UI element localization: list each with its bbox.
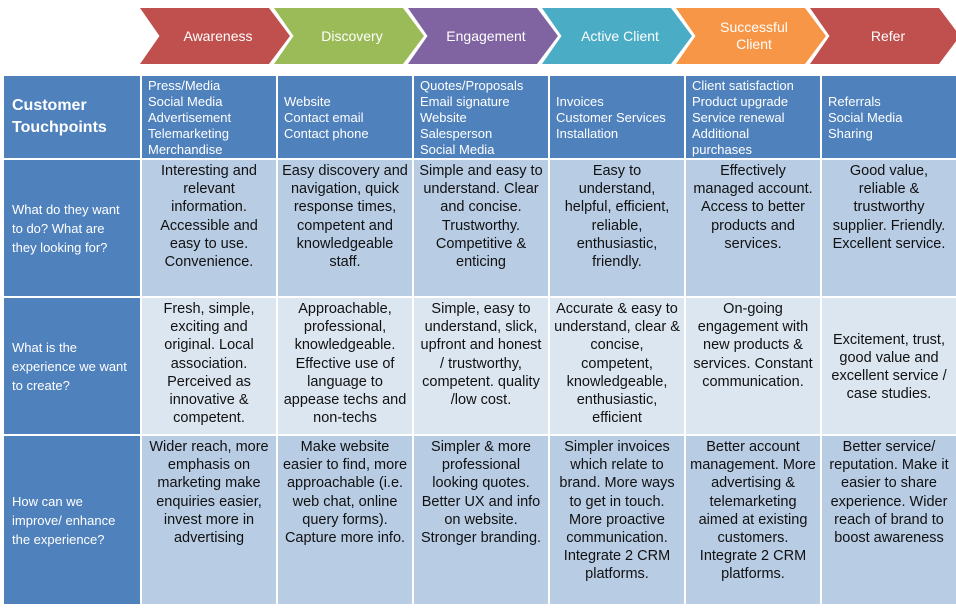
touchpoints-cell-successful-client: Client satisfaction Product upgrade Serv… (686, 76, 820, 158)
touchpoints-cell-engagement: Quotes/Proposals Email signature Website… (414, 76, 548, 158)
wants-cell-active-client: Easy to understand, helpful, efficient, … (550, 160, 684, 296)
touchpoint-item: Referrals (828, 93, 881, 109)
touchpoint-item: Contact email (284, 109, 364, 125)
row-header-experience: What is the experience we want to create… (4, 298, 140, 434)
touchpoint-item: Additional (692, 125, 750, 141)
touchpoint-item: Client satisfaction (692, 77, 794, 93)
touchpoint-item: Social Media (828, 109, 903, 125)
improve-cell-discovery: Make website easier to find, more approa… (278, 436, 412, 604)
touchpoint-item: Social Media (148, 93, 223, 109)
experience-cell-active-client: Accurate & easy to understand, clear & c… (550, 298, 684, 434)
touchpoint-item: Contact phone (284, 125, 369, 141)
experience-cell-awareness: Fresh, simple, exciting and original. Lo… (142, 298, 276, 434)
touchpoint-item: Merchandise (148, 141, 223, 157)
stage-label: Refer (870, 27, 906, 44)
row-header-touchpoints: Customer Touchpoints (4, 76, 140, 158)
touchpoint-item: Salesperson (420, 125, 493, 141)
improve-cell-awareness: Wider reach, more emphasis on marketing … (142, 436, 276, 604)
stage-awareness: Awareness (140, 8, 290, 64)
touchpoint-item: Customer Services (556, 109, 666, 125)
touchpoint-item: purchases (692, 141, 752, 157)
touchpoint-item: Website (284, 93, 331, 109)
touchpoint-item: Invoices (556, 93, 604, 109)
stage-active-client: Active Client (542, 8, 692, 64)
wants-cell-discovery: Easy discovery and navigation, quick res… (278, 160, 412, 296)
stage-discovery: Discovery (274, 8, 424, 64)
experience-cell-discovery: Approachable, professional, knowledgeabl… (278, 298, 412, 434)
customer-journey-matrix: Customer Touchpoints Press/Media Social … (4, 76, 956, 606)
touchpoint-item: Press/Media (148, 77, 221, 93)
stage-label: Successful Client (720, 19, 788, 52)
wants-cell-engagement: Simple and easy to understand. Clear and… (414, 160, 548, 296)
touchpoints-cell-awareness: Press/Media Social Media Advertisement T… (142, 76, 276, 158)
wants-cell-awareness: Interesting and relevant information. Ac… (142, 160, 276, 296)
experience-cell-refer: Excitement, trust, good value and excell… (822, 298, 956, 434)
touchpoint-item: Email signature (420, 93, 510, 109)
touchpoint-item: Service renewal (692, 109, 785, 125)
wants-cell-successful-client: Effectively managed account. Access to b… (686, 160, 820, 296)
touchpoints-cell-refer: Referrals Social Media Sharing (822, 76, 956, 158)
row-header-wants: What do they want to do? What are they l… (4, 160, 140, 296)
touchpoints-cell-discovery: Website Contact email Contact phone (278, 76, 412, 158)
wants-cell-refer: Good value, reliable & trustworthy suppl… (822, 160, 956, 296)
stage-engagement: Engagement (408, 8, 558, 64)
stage-successful-client: Successful Client (676, 8, 826, 64)
touchpoint-item: Quotes/Proposals (420, 77, 524, 93)
stage-label: Engagement (446, 27, 526, 44)
stage-label: Discovery (321, 27, 383, 44)
improve-cell-refer: Better service/ reputation. Make it easi… (822, 436, 956, 604)
touchpoints-cell-active-client: Invoices Customer Services Installation (550, 76, 684, 158)
improve-cell-active-client: Simpler invoices which relate to brand. … (550, 436, 684, 604)
row-header-improve: How can we improve/ enhance the experien… (4, 436, 140, 604)
touchpoint-item: Installation (556, 125, 619, 141)
experience-cell-successful-client: On-going engagement with new products & … (686, 298, 820, 434)
stage-label: Awareness (183, 27, 253, 44)
improve-cell-engagement: Simpler & more professional looking quot… (414, 436, 548, 604)
touchpoint-item: Advertisement (148, 109, 232, 125)
touchpoint-item: Website (420, 109, 467, 125)
experience-cell-engagement: Simple, easy to understand, slick, upfro… (414, 298, 548, 434)
stage-refer: Refer (810, 8, 956, 64)
touchpoint-item: Sharing (828, 125, 873, 141)
touchpoint-item: Product upgrade (692, 93, 789, 109)
stage-label: Active Client (581, 27, 659, 44)
improve-cell-successful-client: Better account management. More advertis… (686, 436, 820, 604)
touchpoint-item: Telemarketing (148, 125, 229, 141)
touchpoint-item: Social Media (420, 141, 495, 157)
